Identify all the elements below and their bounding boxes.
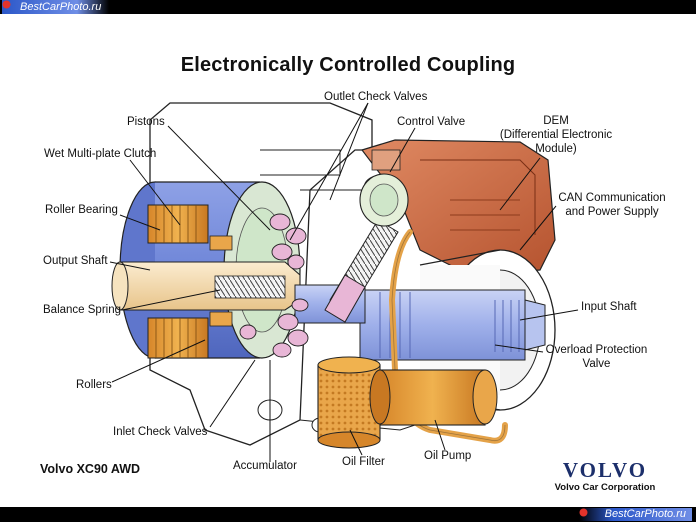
label-inlet-check-valves: Inlet Check Valves [113, 426, 208, 438]
top-black-bar [0, 0, 696, 14]
oil-filter [317, 356, 381, 449]
volvo-wordmark: VOLVO [562, 458, 648, 482]
label-input-shaft: Input Shaft [581, 301, 637, 313]
dem-housing [361, 139, 556, 276]
label-balance-spring: Balance Spring [43, 304, 121, 316]
bottom-black-bar [0, 507, 696, 522]
label-control-valve: Control Valve [397, 116, 466, 128]
pistons [239, 213, 309, 358]
label-rollers: Rollers [76, 379, 112, 391]
watermark-top-text: BestCarPhoto.ru [20, 1, 102, 13]
label-overload-line1: Overload Protection [545, 344, 648, 356]
label-dem: DEM (Differential Electronic Module) [498, 114, 614, 156]
watermark-logo-icon [579, 508, 602, 518]
label-overload-line2: Valve [582, 358, 611, 370]
diagram-title: Electronically Controlled Coupling [180, 54, 516, 76]
label-overload-protection-valve: Overload Protection Valve [543, 343, 650, 371]
model-caption: Volvo XC90 AWD [40, 462, 141, 476]
label-dem-line2: (Differential Electronic [499, 129, 613, 141]
watermark-top: BestCarPhoto.ru [2, 0, 110, 14]
label-can-line1: CAN Communication [558, 192, 666, 204]
volvo-logo: VOLVO Volvo Car Corporation [553, 459, 657, 493]
balance-spring [214, 275, 286, 299]
label-oil-pump: Oil Pump [424, 450, 472, 462]
oil-pump [369, 369, 498, 426]
clutch-plates [147, 204, 233, 359]
label-can-line2: and Power Supply [565, 206, 659, 218]
watermark-bottom: BestCarPhoto.ru [578, 508, 692, 521]
label-roller-bearing: Roller Bearing [45, 204, 118, 216]
label-accumulator: Accumulator [233, 460, 297, 472]
leader-lines [109, 102, 579, 462]
label-dem-line1: DEM [543, 115, 569, 127]
label-outlet-check-valves: Outlet Check Valves [324, 91, 428, 103]
watermark-bottom-text: BestCarPhoto.ru [604, 508, 686, 520]
label-oil-filter: Oil Filter [342, 456, 385, 468]
watermark-logo-icon [2, 0, 17, 11]
label-wet-multi-plate-clutch: Wet Multi-plate Clutch [44, 148, 157, 160]
input-shaft [359, 289, 546, 361]
label-pistons: Pistons [127, 116, 165, 128]
label-output-shaft: Output Shaft [43, 255, 108, 267]
control-valve [359, 173, 409, 227]
label-can-communication: CAN Communication and Power Supply [553, 191, 671, 219]
label-dem-line3: Module) [535, 143, 577, 155]
volvo-corporation-text: Volvo Car Corporation [554, 482, 656, 493]
